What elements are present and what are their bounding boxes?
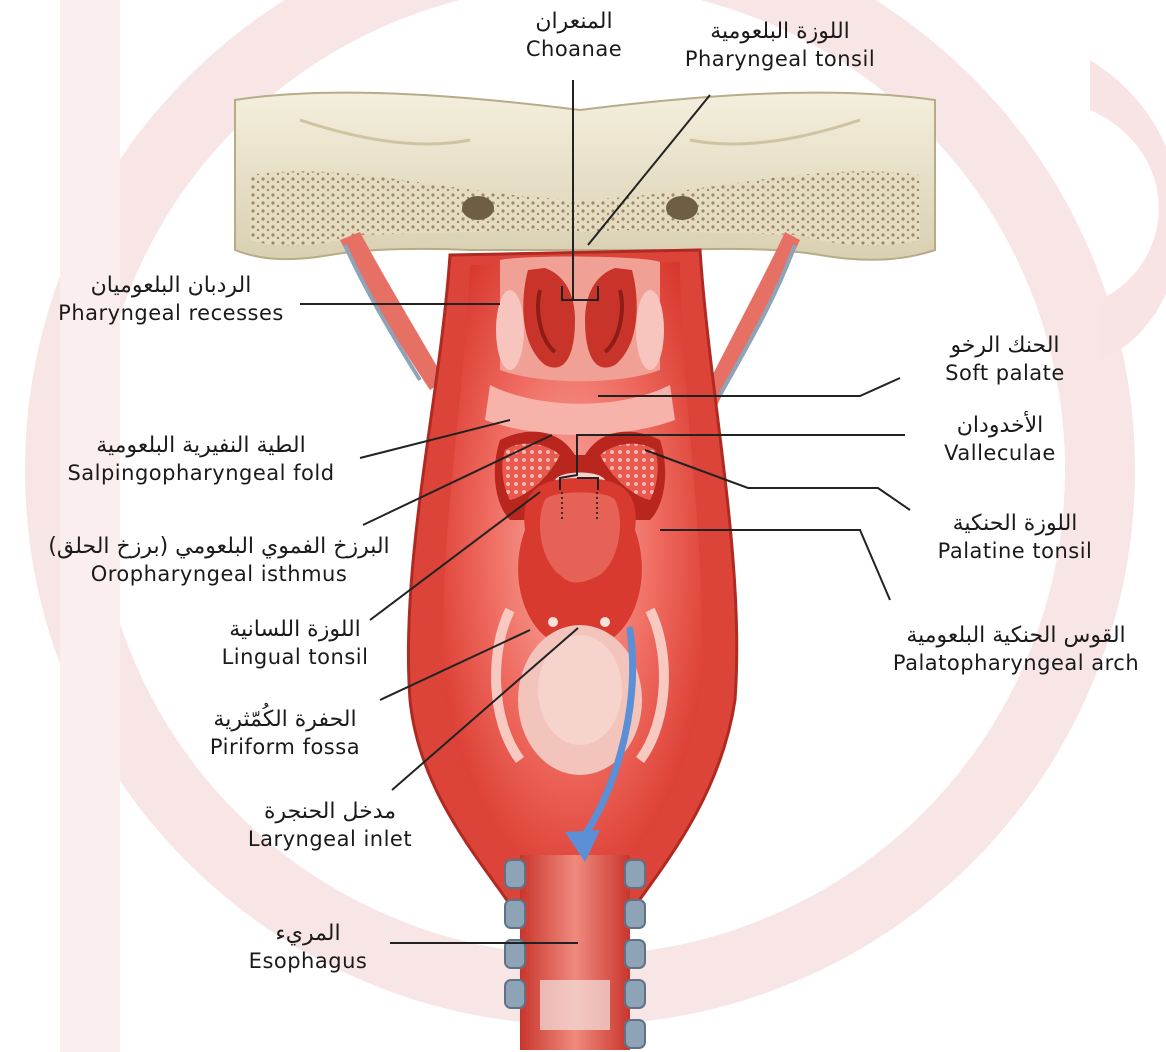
label-salpingopharyngeal-fold: الطية النفيرية البلعومية Salpingopharyng… <box>36 432 366 486</box>
label-valleculae-en: Valleculae <box>920 440 1080 466</box>
label-lingual-tonsil: اللوزة اللسانية Lingual tonsil <box>200 616 390 670</box>
label-laryngeal-inlet-en: Laryngeal inlet <box>225 826 435 852</box>
esophagus-shape <box>505 855 645 1050</box>
label-choanae-ar: المنعران <box>494 8 654 36</box>
label-soft-palate: الحنك الرخو Soft palate <box>920 332 1090 386</box>
label-palatopharyngeal-arch-ar: القوس الحنكية البلعومية <box>870 622 1162 650</box>
label-palatine-tonsil-en: Palatine tonsil <box>915 538 1115 564</box>
label-laryngeal-inlet-ar: مدخل الحنجرة <box>225 798 435 826</box>
label-salpingopharyngeal-fold-en: Salpingopharyngeal fold <box>36 460 366 486</box>
label-laryngeal-inlet: مدخل الحنجرة Laryngeal inlet <box>225 798 435 852</box>
label-oropharyngeal-isthmus: البرزخ الفموي البلعومي (برزخ الحلق) Orop… <box>4 533 434 587</box>
skull-base <box>235 93 935 260</box>
label-lingual-tonsil-ar: اللوزة اللسانية <box>200 616 390 644</box>
label-pharyngeal-tonsil: اللوزة البلعومية Pharyngeal tonsil <box>660 18 900 72</box>
label-piriform-fossa: الحفرة الكُمّثرية Piriform fossa <box>180 706 390 760</box>
label-salpingopharyngeal-fold-ar: الطية النفيرية البلعومية <box>36 432 366 460</box>
label-esophagus-en: Esophagus <box>228 948 388 974</box>
label-soft-palate-ar: الحنك الرخو <box>920 332 1090 360</box>
torus-tubarius-left <box>496 290 524 370</box>
label-choanae: المنعران Choanae <box>494 8 654 62</box>
label-valleculae-ar: الأخدودان <box>920 412 1080 440</box>
label-palatine-tonsil: اللوزة الحنكية Palatine tonsil <box>915 510 1115 564</box>
label-pharyngeal-tonsil-en: Pharyngeal tonsil <box>660 46 900 72</box>
label-pharyngeal-recesses-en: Pharyngeal recesses <box>36 300 306 326</box>
label-palatine-tonsil-ar: اللوزة الحنكية <box>915 510 1115 538</box>
label-choanae-en: Choanae <box>494 36 654 62</box>
label-oropharyngeal-isthmus-ar: البرزخ الفموي البلعومي (برزخ الحلق) <box>4 533 434 561</box>
label-lingual-tonsil-en: Lingual tonsil <box>200 644 390 670</box>
label-pharyngeal-recesses-ar: الردبان البلعوميان <box>36 272 306 300</box>
label-pharyngeal-tonsil-ar: اللوزة البلعومية <box>660 18 900 46</box>
label-soft-palate-en: Soft palate <box>920 360 1090 386</box>
label-palatopharyngeal-arch-en: Palatopharyngeal arch <box>870 650 1162 676</box>
choanae-region <box>496 256 664 381</box>
torus-tubarius-right <box>636 290 664 370</box>
label-pharyngeal-recesses: الردبان البلعوميان Pharyngeal recesses <box>36 272 306 326</box>
label-piriform-fossa-en: Piriform fossa <box>180 734 390 760</box>
label-valleculae: الأخدودان Valleculae <box>920 412 1080 466</box>
label-esophagus: المريء Esophagus <box>228 920 388 974</box>
label-esophagus-ar: المريء <box>228 920 388 948</box>
label-palatopharyngeal-arch: القوس الحنكية البلعومية Palatopharyngeal… <box>870 622 1162 676</box>
label-oropharyngeal-isthmus-en: Oropharyngeal isthmus <box>4 561 434 587</box>
epiglottis <box>518 478 642 648</box>
label-piriform-fossa-ar: الحفرة الكُمّثرية <box>180 706 390 734</box>
